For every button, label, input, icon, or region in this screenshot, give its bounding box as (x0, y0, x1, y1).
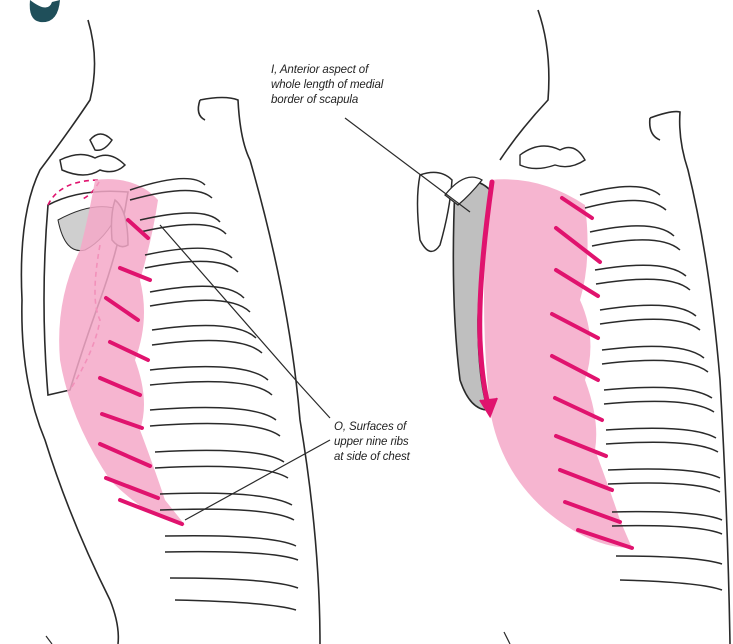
insertion-label-line-3: border of scapula (271, 93, 383, 108)
corner-mark (30, 0, 60, 22)
bottom-mark-left (46, 636, 52, 644)
origin-label: O, Surfaces of upper nine ribs at side o… (334, 420, 410, 465)
origin-label-line-3: at side of chest (334, 450, 410, 465)
origin-label-line-1: O, Surfaces of (334, 420, 410, 435)
origin-label-line-2: upper nine ribs (334, 435, 410, 450)
insertion-label: I, Anterior aspect of whole length of me… (271, 63, 383, 108)
bottom-mark-right (504, 632, 510, 644)
insertion-label-line-2: whole length of medial (271, 78, 383, 93)
left-ribs (130, 179, 298, 610)
insertion-label-line-1: I, Anterior aspect of (271, 63, 383, 78)
